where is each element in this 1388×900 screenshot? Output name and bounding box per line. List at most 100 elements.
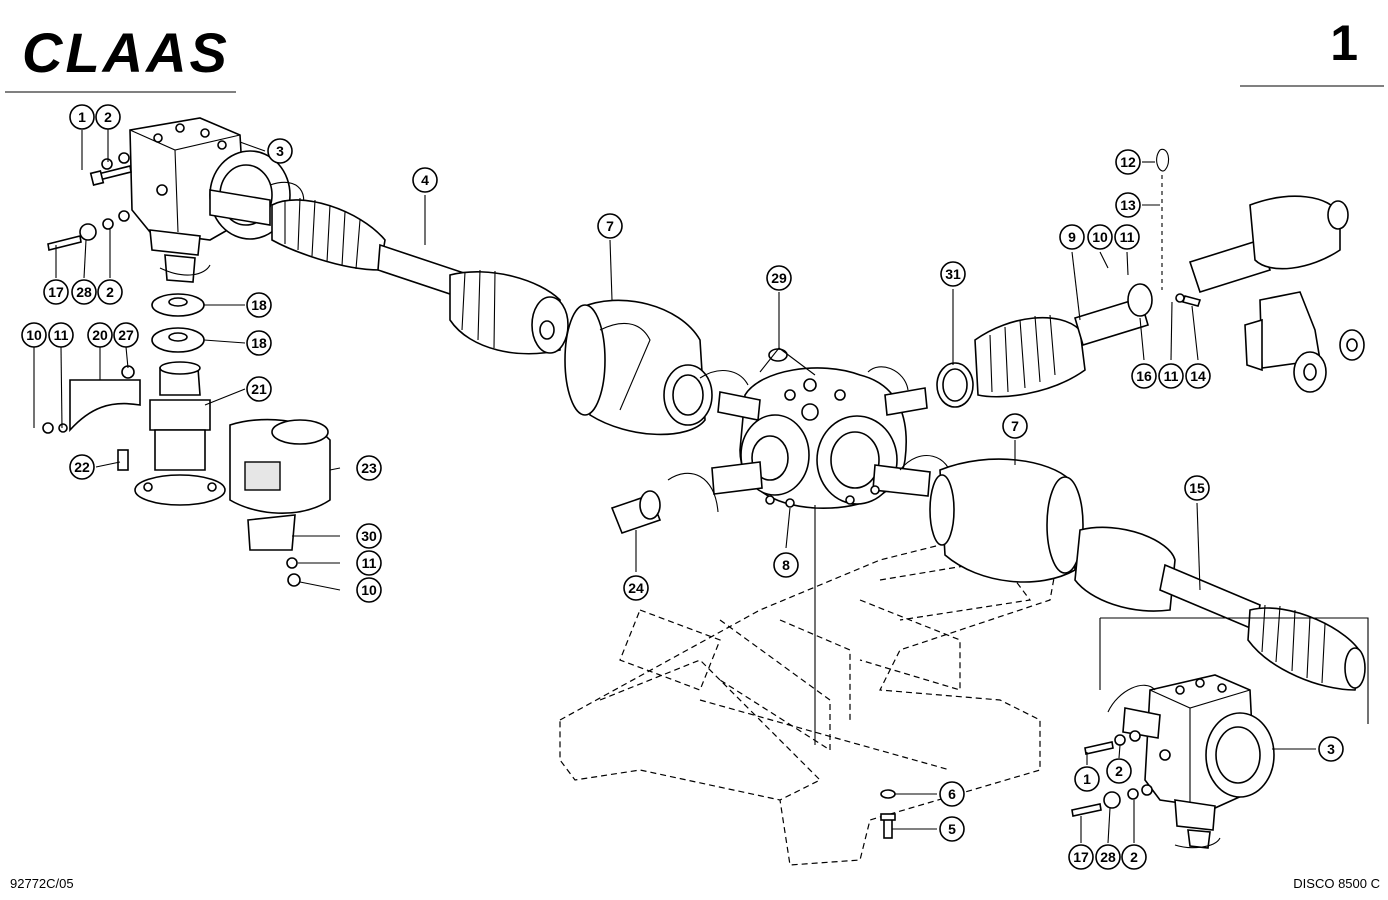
callout-8: 8 [773, 552, 799, 578]
claas-logo: CLAAS [22, 22, 227, 78]
callout-28: 28 [1095, 844, 1121, 870]
svg-text:11: 11 [362, 555, 377, 571]
callout-5: 5 [939, 816, 965, 842]
svg-text:6: 6 [948, 786, 956, 802]
callout-18: 18 [246, 292, 272, 318]
callout-16: 16 [1131, 363, 1157, 389]
callout-11: 11 [48, 322, 74, 348]
callout-2: 2 [1121, 844, 1147, 870]
gearbox-bottom-right [1107, 674, 1275, 849]
callout-22: 22 [69, 454, 95, 480]
svg-text:14: 14 [1190, 368, 1206, 384]
universal-joint-21 [117, 361, 226, 506]
svg-text:11: 11 [1120, 229, 1135, 245]
svg-text:29: 29 [771, 270, 787, 286]
bolt-5-washer-6 [880, 789, 896, 839]
svg-text:10: 10 [361, 582, 377, 598]
svg-text:16: 16 [1136, 368, 1152, 384]
svg-text:2: 2 [104, 109, 112, 125]
callout-24: 24 [623, 575, 649, 601]
svg-text:1: 1 [1083, 771, 1091, 787]
bracket-lines [1099, 617, 1369, 724]
pto-shaft-9 [936, 283, 1153, 408]
callout-2: 2 [1106, 758, 1132, 784]
drawing-id: 92772C/05 [10, 876, 74, 891]
plug-29 [768, 348, 788, 362]
callout-10: 10 [21, 322, 47, 348]
central-gearbox-8 [667, 366, 953, 513]
svg-text:15: 15 [1189, 480, 1205, 496]
callout-1: 1 [1074, 766, 1100, 792]
svg-text:28: 28 [76, 284, 92, 300]
svg-text:10: 10 [1092, 229, 1108, 245]
callout-13: 13 [1115, 192, 1141, 218]
callout-7: 7 [597, 213, 623, 239]
callout-18: 18 [246, 330, 272, 356]
fasteners-top-left [47, 152, 132, 251]
gearbox-top-left [129, 117, 305, 283]
callout-30: 30 [356, 523, 382, 549]
leader-lines [33, 128, 1316, 844]
pto-shaft-end-top-right [1188, 195, 1349, 293]
svg-text:12: 12 [1120, 154, 1136, 170]
callout-11: 11 [1158, 363, 1184, 389]
svg-text:23: 23 [361, 460, 377, 476]
callout-17: 17 [43, 279, 69, 305]
callout-12: 12 [1115, 149, 1141, 175]
tractor-icon [1244, 291, 1365, 393]
svg-text:4: 4 [421, 172, 429, 188]
svg-text:22: 22 [74, 459, 90, 475]
callout-31: 31 [940, 261, 966, 287]
pto-shaft-15 [1074, 526, 1366, 691]
svg-text:30: 30 [361, 528, 377, 544]
svg-text:13: 13 [1120, 197, 1136, 213]
callout-11: 11 [356, 550, 382, 576]
callout-10: 10 [356, 577, 382, 603]
svg-text:9: 9 [1068, 229, 1076, 245]
svg-text:8: 8 [782, 557, 790, 573]
callout-15: 15 [1184, 475, 1210, 501]
svg-text:17: 17 [48, 284, 64, 300]
callout-27: 27 [113, 322, 139, 348]
svg-text:2: 2 [1130, 849, 1138, 865]
callout-3: 3 [1318, 736, 1344, 762]
bracket-20 [42, 365, 141, 434]
svg-text:7: 7 [606, 218, 614, 234]
callout-29: 29 [766, 265, 792, 291]
callout-1: 1 [69, 104, 95, 130]
svg-text:17: 17 [1073, 849, 1089, 865]
plug-24 [610, 490, 662, 535]
svg-text:28: 28 [1100, 849, 1116, 865]
safety-chain-12-13 [1156, 148, 1202, 307]
guard-23 [229, 418, 331, 587]
callout-11: 11 [1114, 224, 1140, 250]
fasteners-bottom-right [1071, 730, 1153, 817]
svg-text:20: 20 [92, 327, 108, 343]
svg-text:11: 11 [54, 327, 69, 343]
guard-cone-7-left [564, 299, 713, 436]
callout-23: 23 [356, 455, 382, 481]
callout-20: 20 [87, 322, 113, 348]
svg-text:2: 2 [1115, 763, 1123, 779]
svg-text:24: 24 [628, 580, 644, 596]
page-number: 1 [1330, 15, 1358, 71]
svg-text:1: 1 [78, 109, 86, 125]
callout-7: 7 [1002, 413, 1028, 439]
svg-text:27: 27 [118, 327, 134, 343]
svg-text:3: 3 [276, 143, 284, 159]
guard-cone-7-right [929, 458, 1084, 583]
callout-14: 14 [1185, 363, 1211, 389]
callout-2: 2 [95, 104, 121, 130]
model-name: DISCO 8500 C [1293, 876, 1380, 891]
svg-text:5: 5 [948, 821, 956, 837]
callout-4: 4 [412, 167, 438, 193]
svg-text:18: 18 [251, 297, 267, 313]
callout-6: 6 [939, 781, 965, 807]
svg-text:18: 18 [251, 335, 267, 351]
callout-9: 9 [1059, 224, 1085, 250]
svg-text:21: 21 [251, 381, 267, 397]
spacers-18 [151, 293, 205, 353]
svg-text:3: 3 [1327, 741, 1335, 757]
svg-text:2: 2 [106, 284, 114, 300]
